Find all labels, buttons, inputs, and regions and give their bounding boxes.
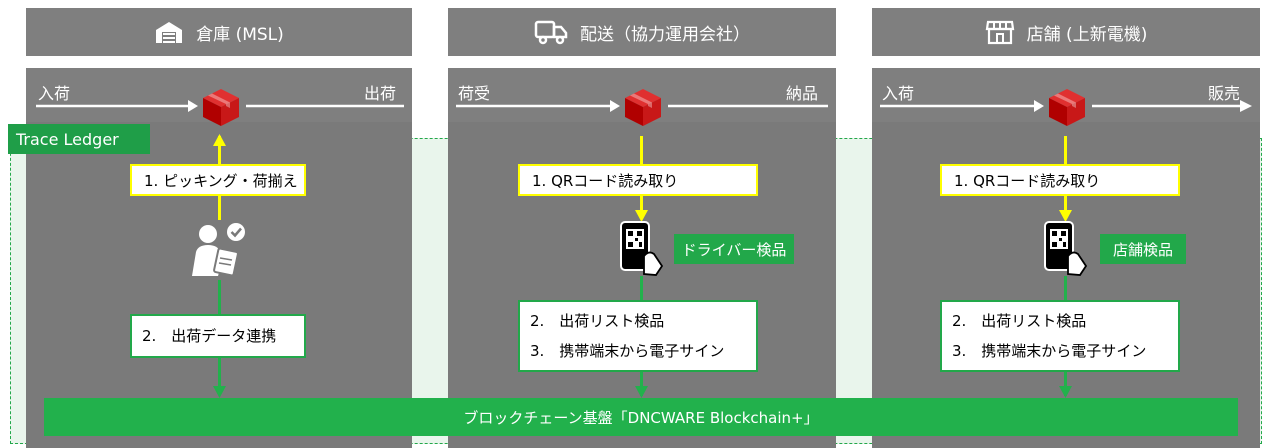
delivery-in-label: 荷受 — [458, 84, 491, 103]
connector-line — [1064, 136, 1067, 164]
phone-qr-icon — [618, 220, 664, 276]
connector-line — [640, 372, 643, 396]
connector-line — [640, 196, 643, 216]
connector-line — [218, 136, 221, 164]
package-icon — [1046, 86, 1088, 128]
trace-ledger-tag: Trace Ledger — [8, 124, 150, 154]
store-step2-box: 2. 出荷リスト検品 3. 携帯端末から電子サイン — [940, 300, 1180, 372]
connector-line — [1064, 196, 1067, 216]
store-out-label: 販売 — [1208, 84, 1241, 103]
warehouse-title: 倉庫 (MSL) — [196, 24, 284, 45]
warehouse-icon — [154, 20, 184, 44]
phone-qr-icon — [1042, 220, 1088, 276]
package-icon — [200, 86, 242, 128]
package-icon — [622, 86, 664, 128]
warehouse-step2-box: 2. 出荷データ連携 — [130, 314, 306, 358]
warehouse-out-label: 出荷 — [364, 84, 397, 103]
delivery-header: 配送（協力運用会社） — [448, 8, 836, 56]
connector-line — [218, 358, 221, 394]
connector-line — [218, 194, 221, 220]
driver-inspection-tag: ドライバー検品 — [674, 234, 794, 264]
warehouse-in-label: 入荷 — [38, 84, 71, 103]
warehouse-step1-box: 1. ピッキング・荷揃え — [130, 164, 306, 196]
store-header: 店舗 (上新電機) — [872, 8, 1260, 56]
warehouse-step2-text: 2. 出荷データ連携 — [142, 327, 277, 345]
connector-line — [1064, 276, 1067, 300]
store-title: 店舗 (上新電機) — [1026, 24, 1148, 45]
store-step1-box: 1. QRコード読み取り — [940, 164, 1180, 196]
truck-icon — [534, 19, 568, 45]
store-in-label: 入荷 — [882, 84, 915, 103]
store-inspection-tag: 店舗検品 — [1100, 234, 1186, 264]
store-step3-text: 3. 携帯端末から電子サイン — [952, 342, 1147, 360]
delivery-step1-box: 1. QRコード読み取り — [518, 164, 758, 196]
delivery-step2-box: 2. 出荷リスト検品 3. 携帯端末から電子サイン — [518, 300, 758, 372]
delivery-title: 配送（協力運用会社） — [580, 24, 750, 45]
connector-line — [1064, 372, 1067, 396]
connector-line — [640, 276, 643, 300]
worker-checklist-icon — [188, 220, 250, 278]
connector-line — [218, 280, 221, 314]
store-step2-text: 2. 出荷リスト検品 — [952, 312, 1087, 330]
connector-line — [640, 136, 643, 164]
delivery-step3-text: 3. 携帯端末から電子サイン — [530, 342, 725, 360]
blockchain-platform-bar: ブロックチェーン基盤「DNCWARE Blockchain+」 — [44, 398, 1238, 436]
delivery-step2-text: 2. 出荷リスト検品 — [530, 312, 665, 330]
store-icon — [985, 19, 1015, 45]
delivery-out-label: 納品 — [786, 84, 819, 103]
warehouse-header: 倉庫 (MSL) — [26, 8, 412, 56]
